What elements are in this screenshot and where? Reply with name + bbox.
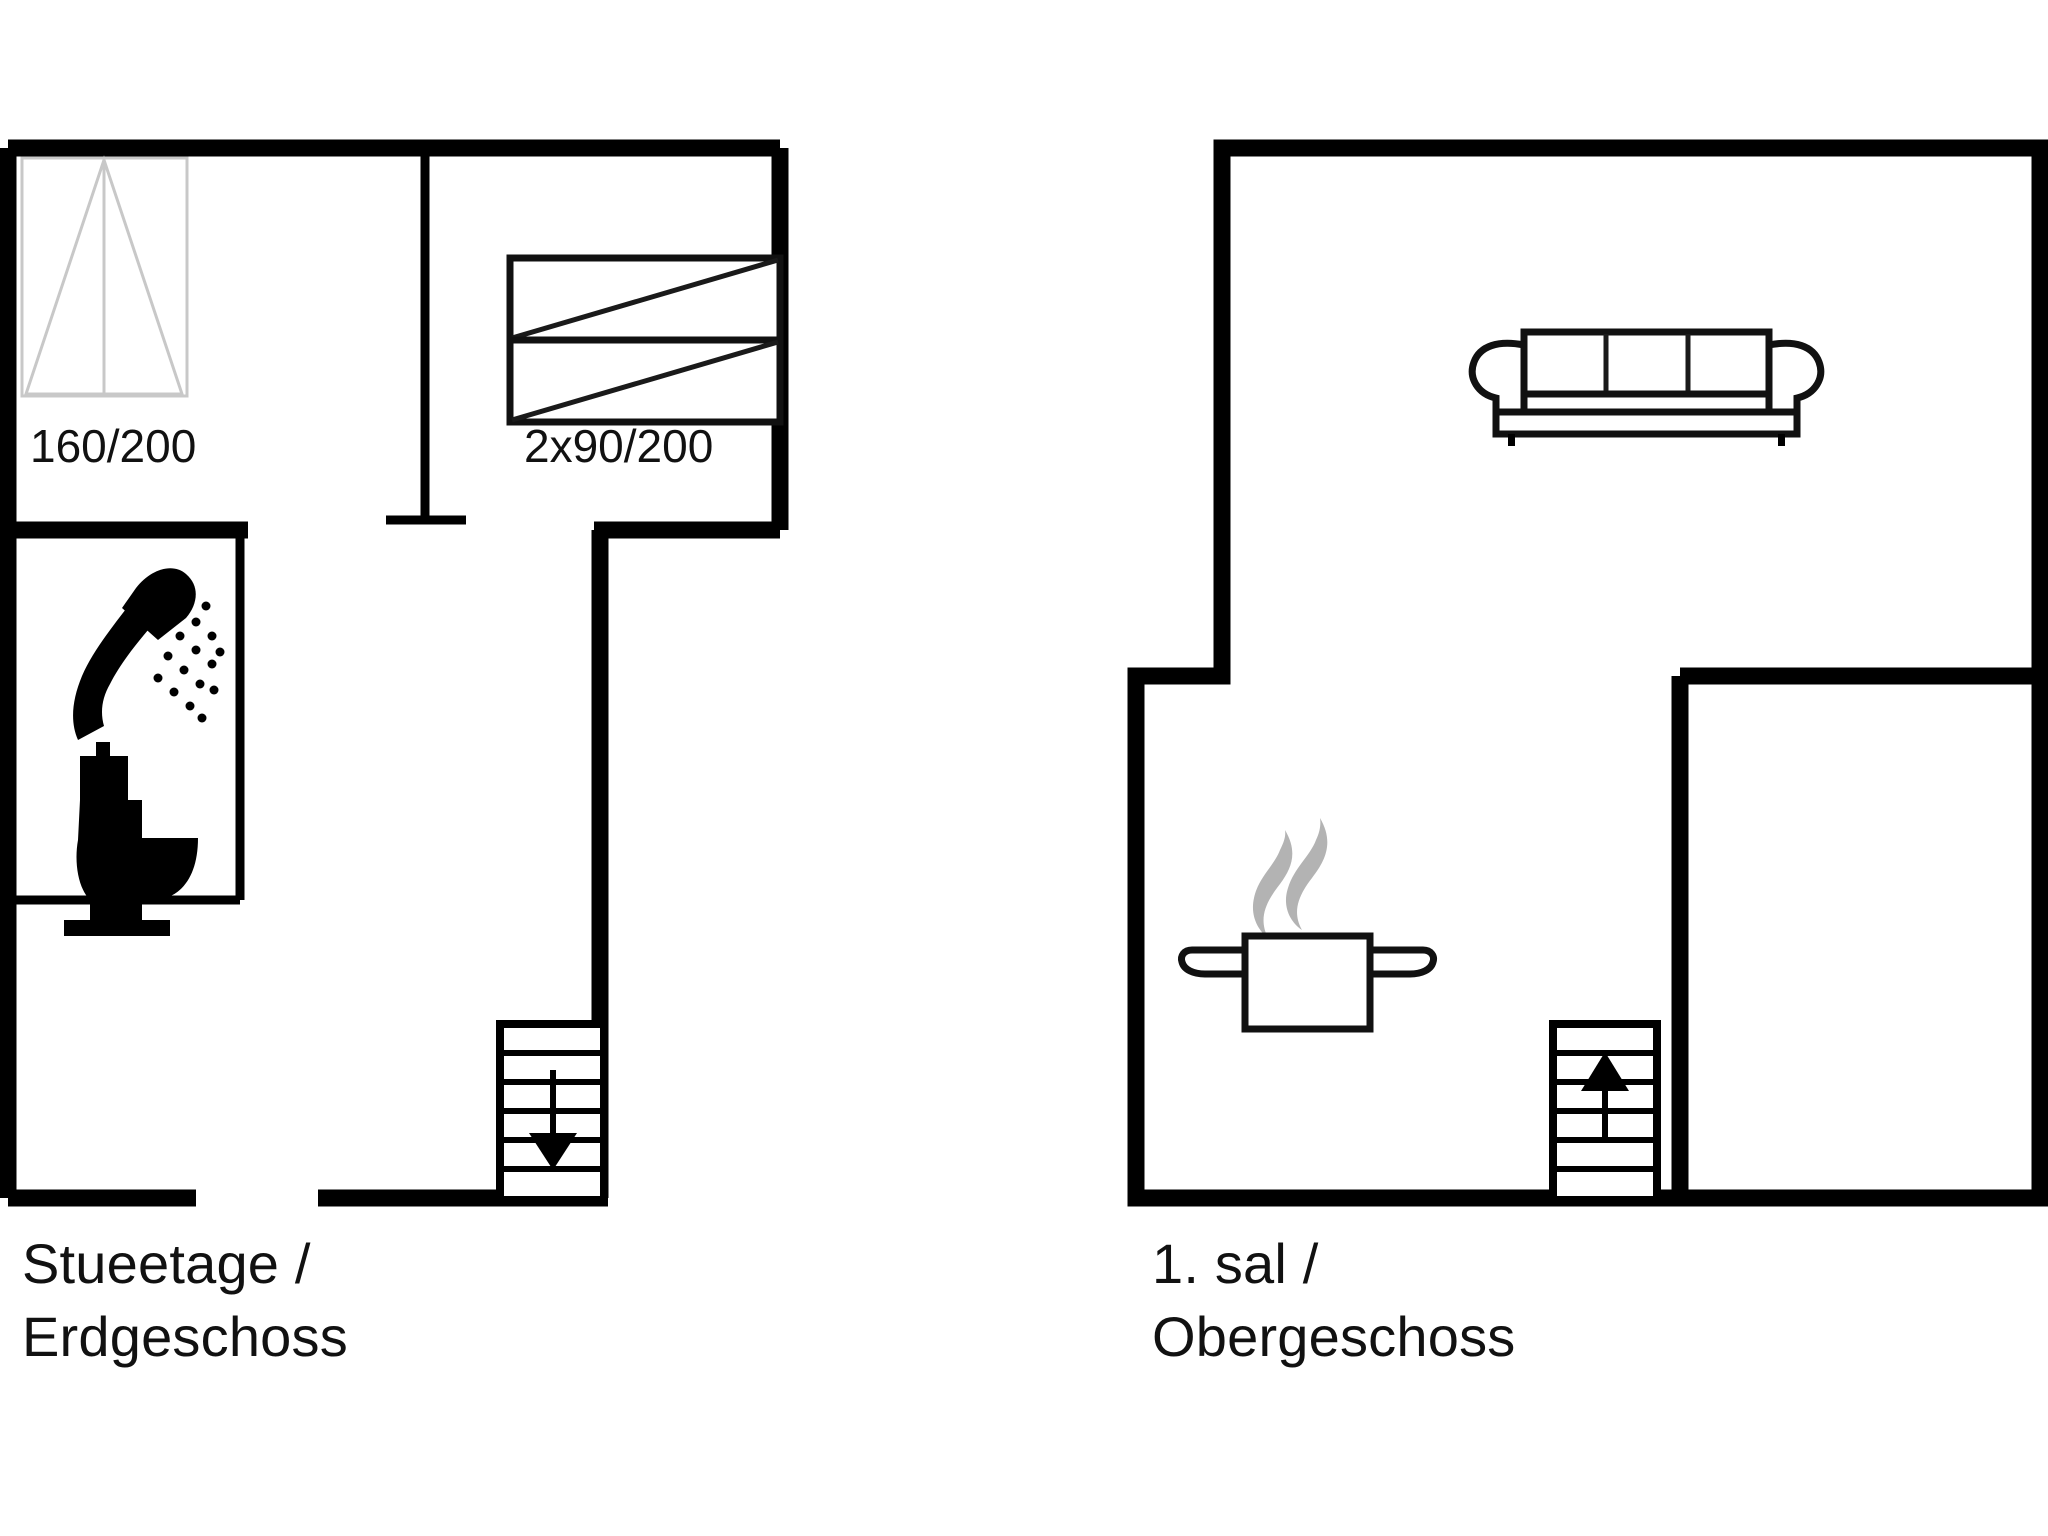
staircase-up-arrow	[1581, 1052, 1629, 1140]
shower-icon	[73, 568, 225, 740]
upper-floor-walls	[1127, 139, 2048, 1207]
double-bed-symbol	[20, 155, 189, 398]
shower-spray-dots	[153, 601, 225, 723]
bed-size-label-bunk: 2x90/200	[524, 420, 713, 472]
sofa-leg-right	[1778, 434, 1785, 446]
cooking-pot-handle-left	[1178, 946, 1249, 978]
staircase-up-icon	[1549, 1020, 1661, 1204]
shower-arm	[73, 592, 164, 740]
sofa-icon	[1468, 328, 1825, 446]
ground-floor-caption: Stueetage / Erdgeschoss	[22, 1232, 348, 1368]
sofa-backrest	[1520, 328, 1773, 398]
sofa-base	[1492, 408, 1801, 438]
steam-wisp-right	[1285, 818, 1328, 930]
upper-floor-caption: 1. sal / Obergeschoss	[1152, 1232, 1516, 1368]
cooking-pot-handle-right	[1366, 946, 1437, 978]
staircase-down-icon	[496, 1020, 608, 1204]
cooking-pot-icon	[1178, 818, 1437, 1033]
bunk-bed-lower-ladder-line	[511, 339, 779, 423]
toilet-flush-button	[96, 742, 110, 756]
bunk-bed-upper-ladder-line	[511, 257, 779, 341]
shower-head	[122, 568, 196, 640]
bunk-bed-symbol	[506, 254, 784, 426]
toilet-icon	[64, 742, 198, 936]
ground-floor-plan: 160/200 2x90/200	[0, 139, 789, 1207]
toilet-bowl	[64, 800, 198, 936]
upper-floor-plan	[1127, 139, 2048, 1207]
staircase-down-arrow	[529, 1070, 577, 1170]
cooking-pot-body	[1241, 932, 1374, 1033]
sofa-leg-left	[1508, 434, 1515, 446]
bed-size-label-double: 160/200	[30, 420, 196, 472]
steam-wisp-left	[1252, 830, 1293, 938]
